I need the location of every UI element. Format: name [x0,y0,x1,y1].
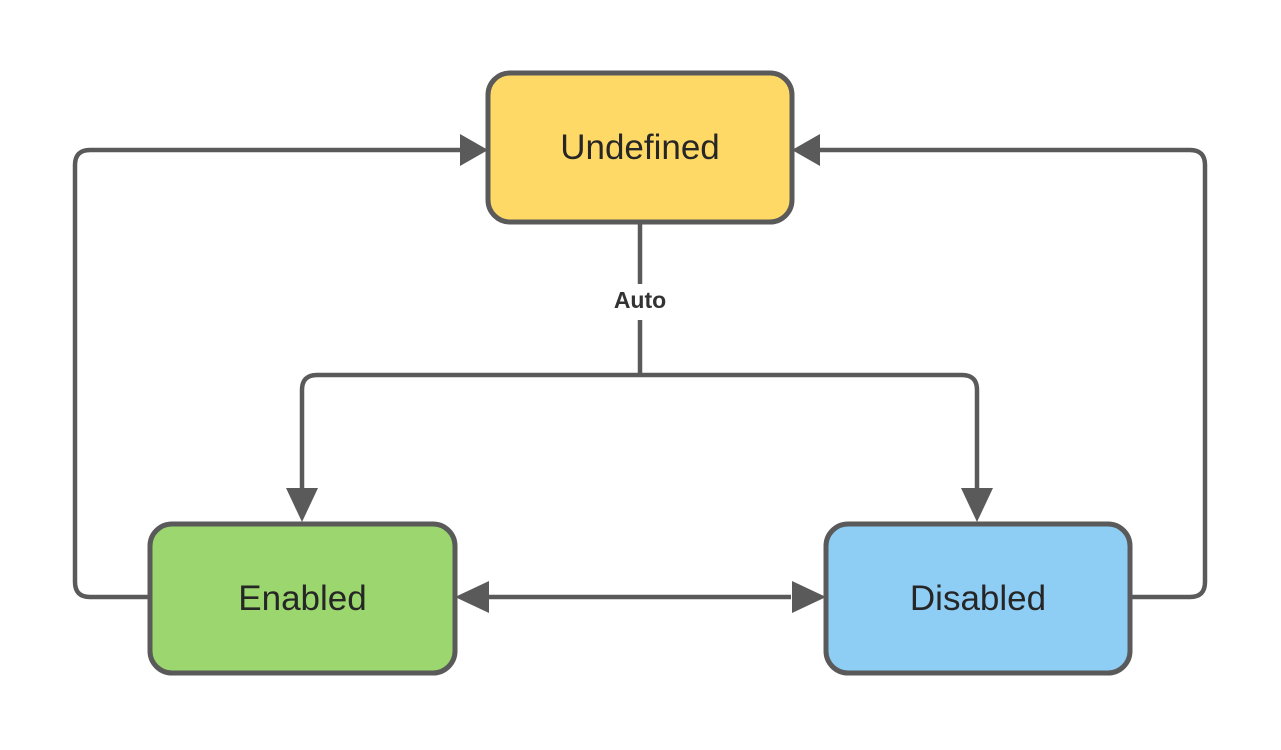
node-undefined[interactable]: Undefined [485,70,795,225]
node-undefined-shape[interactable] [485,70,795,225]
edge-label-auto: Auto [614,287,666,313]
edge-auto-branch-enabled [299,372,640,488]
node-enabled[interactable]: Enabled [147,521,458,676]
arrowhead-into-undefined-left [460,134,488,166]
node-disabled[interactable]: Disabled [823,521,1133,676]
edge-enabled-to-undefined-path [72,147,465,600]
edge-disabled-to-undefined-path [815,147,1208,600]
arrowhead-into-disabled-left [792,581,826,613]
arrowhead-into-enabled-right [455,581,489,613]
node-enabled-shape[interactable] [147,521,458,676]
arrowhead-into-undefined-right [792,134,820,166]
edge-enabled-to-undefined [72,134,488,600]
arrowhead-into-disabled-top [961,488,993,522]
node-disabled-shape[interactable] [823,521,1133,676]
edge-auto-branch-disabled [640,372,980,488]
arrowhead-into-enabled-top [286,488,318,522]
edge-undefined-auto-fork: Auto [286,222,993,522]
edge-enabled-disabled-bidirectional [455,581,826,613]
edge-disabled-to-undefined [792,134,1208,600]
